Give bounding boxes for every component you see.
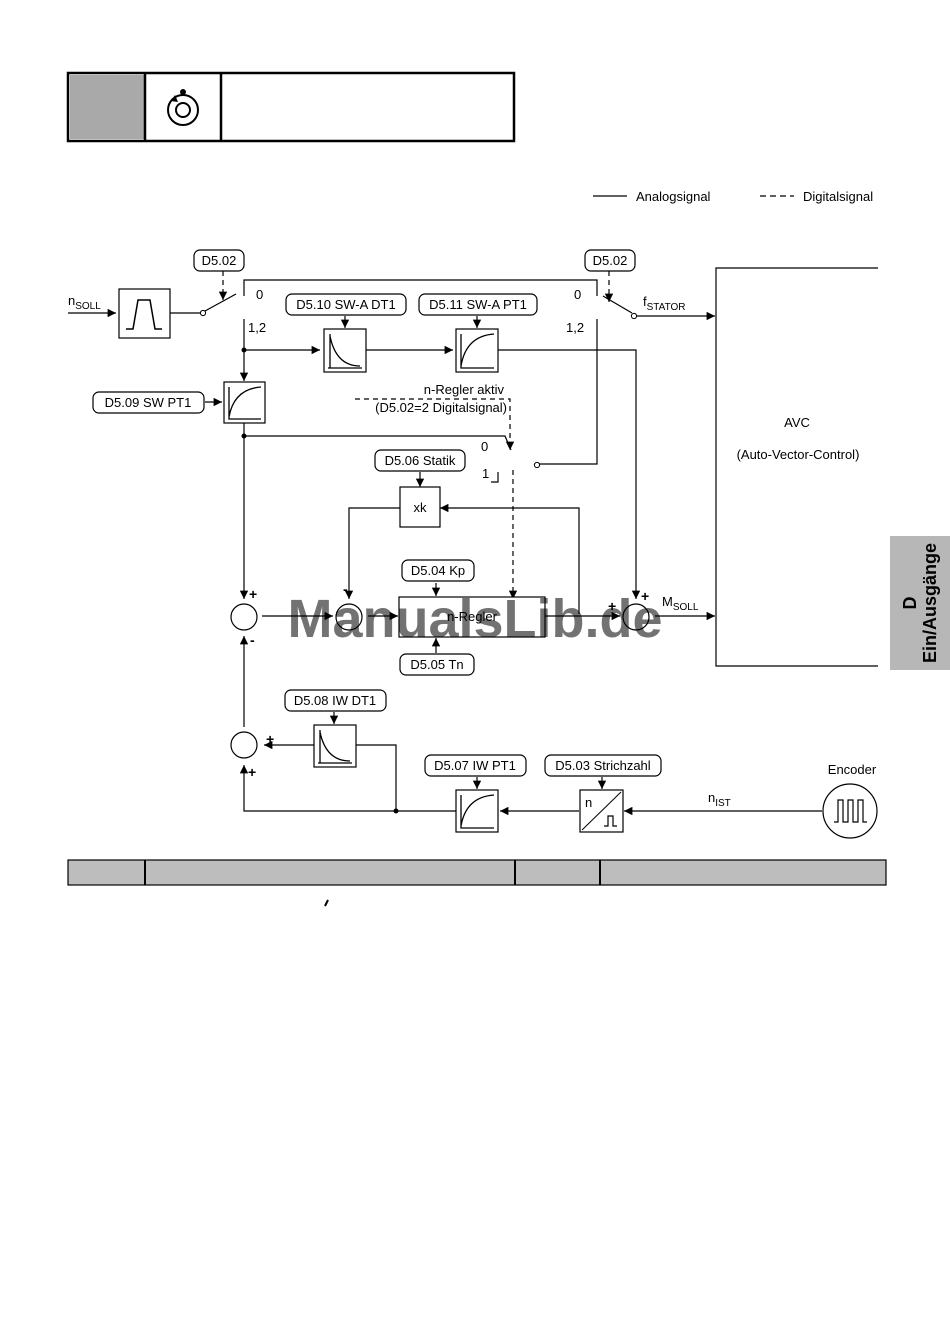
switch-left-zero: 0 <box>256 287 263 302</box>
dt1-block-sw-a <box>323 328 367 373</box>
pt1-block-sw-a <box>455 328 499 373</box>
param-d508: D5.08 IW DT1 <box>294 693 376 708</box>
pt1-block-iw <box>455 789 499 833</box>
encoder-label: Encoder <box>828 762 877 777</box>
header-box <box>66 71 516 143</box>
sign-plus: + <box>249 586 257 602</box>
note-line2: (D5.02=2 Digitalsignal) <box>375 400 507 415</box>
speed-controller-label: n-Regler <box>447 609 498 624</box>
param-d511: D5.11 SW-A PT1 <box>429 297 527 312</box>
encoder-icon: Encoder <box>822 762 878 839</box>
param-d502-right: D5.02 <box>593 253 628 268</box>
dt1-block-iw <box>313 724 357 768</box>
avc-subtitle: (Auto-Vector-Control) <box>737 447 860 462</box>
speed-controller-block: n-Regler <box>398 596 546 638</box>
param-d509: D5.09 SW PT1 <box>105 395 192 410</box>
sum-junction-torque <box>622 603 650 631</box>
table-header-bar <box>67 859 887 907</box>
junction-signs: + - - + + + + <box>248 581 649 780</box>
legend-analog: Analogsignal <box>636 189 711 204</box>
sign-plus: + <box>248 764 256 780</box>
param-d506: D5.06 Statik <box>385 453 456 468</box>
sum-junction-setpoint <box>230 603 258 631</box>
switch-right-12: 1,2 <box>566 320 584 335</box>
avc-title: AVC <box>784 415 810 430</box>
signal-names: nSOLL fSTATOR MSOLL nIST <box>68 293 731 809</box>
ramp-generator-block <box>118 288 171 339</box>
signal-f-stator: fSTATOR <box>643 294 686 313</box>
parameter-texts: D5.02 D5.02 D5.10 SW-A DT1 D5.11 SW-A PT… <box>105 253 651 773</box>
watermark: ManualsLib.de <box>287 589 662 649</box>
legend-digital: Digitalsignal <box>803 189 873 204</box>
sign-minus: - <box>343 581 348 597</box>
param-d510: D5.10 SW-A DT1 <box>296 297 395 312</box>
converter-n-label: n <box>585 795 592 810</box>
switch-left-12: 1,2 <box>248 320 266 335</box>
statik-gain-block: xk <box>399 486 441 528</box>
rotation-icon <box>167 89 199 126</box>
param-d507: D5.07 IW PT1 <box>434 758 516 773</box>
summing-junctions <box>230 603 650 759</box>
chapter-title: Ein/Ausgänge <box>920 542 940 664</box>
param-d503: D5.03 Strichzahl <box>555 758 650 773</box>
switch-mid-one: 1 <box>482 466 489 481</box>
sign-minus: - <box>250 632 255 648</box>
chapter-tab: D Ein/Ausgänge <box>890 536 950 670</box>
digital-lines <box>218 271 614 599</box>
sign-plus: + <box>608 598 616 614</box>
param-d505: D5.05 Tn <box>410 657 463 672</box>
note-line1: n-Regler aktiv <box>424 382 505 397</box>
xk-label: xk <box>414 500 428 515</box>
switch-labels: 0 1,2 0 1,2 0 1 <box>248 287 584 483</box>
sum-junction-statik <box>335 603 363 631</box>
pulse-converter-block: n <box>579 789 624 833</box>
pt1-block-sw <box>223 381 266 424</box>
param-d502-left: D5.02 <box>202 253 237 268</box>
signal-m-soll: MSOLL <box>662 594 699 613</box>
signal-n-soll: nSOLL <box>68 293 101 312</box>
chapter-letter: D <box>900 596 920 610</box>
legend: Analogsignal Digitalsignal <box>593 189 873 204</box>
avc-block: AVC (Auto-Vector-Control) <box>715 267 878 667</box>
sign-plus: + <box>641 588 649 604</box>
switch-right-zero: 0 <box>574 287 581 302</box>
controller-active-note: n-Regler aktiv (D5.02=2 Digitalsignal) <box>375 382 507 415</box>
junctions <box>199 309 638 814</box>
param-d504: D5.04 Kp <box>411 563 465 578</box>
parameter-labels <box>92 249 662 777</box>
sum-junction-feedback <box>230 731 258 759</box>
switch-mid-zero: 0 <box>481 439 488 454</box>
analog-lines <box>68 279 822 816</box>
sign-plus: + <box>266 731 274 747</box>
signal-n-ist: nIST <box>708 790 731 809</box>
